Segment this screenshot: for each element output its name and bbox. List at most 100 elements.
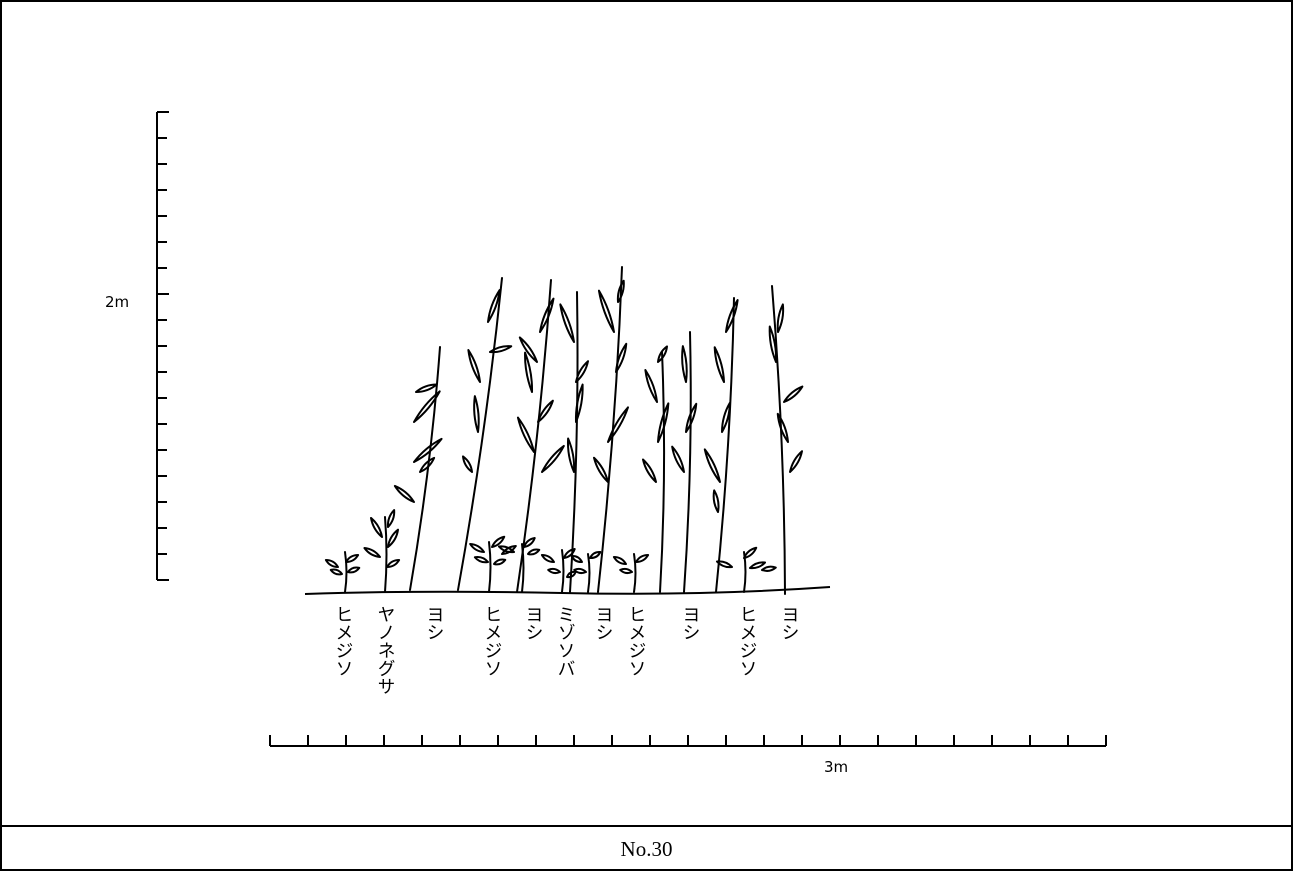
- leaf: [712, 489, 720, 513]
- leaf: [616, 279, 625, 303]
- reed-stem: [771, 285, 786, 595]
- leaf: [413, 390, 441, 423]
- leaf: [776, 303, 785, 333]
- leaf: [347, 566, 361, 574]
- leaf: [497, 545, 515, 554]
- leaf: [715, 560, 733, 569]
- herb-stem: [587, 553, 591, 593]
- leaf: [491, 535, 506, 548]
- leaf: [776, 412, 789, 443]
- reed-stem: [659, 351, 666, 593]
- leaf: [563, 548, 576, 559]
- reed-plant: [593, 266, 629, 593]
- leaf: [703, 448, 721, 483]
- leaf: [363, 547, 381, 558]
- herb-stem: [561, 549, 565, 593]
- vertical-scale-label: 2m: [105, 293, 129, 311]
- plant-label: ミゾソバ: [555, 605, 576, 677]
- reed-stem: [457, 277, 503, 591]
- herb-stem: [633, 553, 637, 593]
- leaf: [642, 458, 657, 483]
- ground-line: [304, 586, 831, 595]
- horizontal-scale: [269, 735, 1107, 747]
- leaf: [783, 385, 804, 403]
- plant-label: ヒメジソ: [626, 605, 647, 677]
- leaf: [415, 383, 438, 393]
- leaf: [540, 554, 555, 563]
- leaf: [644, 369, 658, 403]
- plant-label: ヒメジソ: [737, 605, 758, 677]
- leaf: [619, 567, 633, 575]
- leaf: [462, 455, 473, 473]
- leaf: [574, 383, 584, 423]
- leaf: [467, 349, 481, 383]
- herb-stem: [344, 551, 348, 593]
- reed-stem: [715, 297, 735, 593]
- leaf: [721, 402, 731, 433]
- leaf: [413, 437, 443, 463]
- herb-plant: [715, 546, 777, 593]
- leaf: [589, 550, 602, 560]
- horizontal-scale-label: 3m: [824, 758, 848, 776]
- leaf: [671, 445, 685, 473]
- plant-label: ヨシ: [523, 605, 544, 641]
- leaf: [725, 299, 739, 333]
- leaf: [768, 325, 778, 363]
- plant-label: ヨシ: [593, 605, 614, 641]
- leaf: [324, 559, 339, 568]
- leaf: [593, 456, 609, 483]
- leaf: [469, 543, 485, 553]
- leaf: [607, 406, 629, 443]
- leaf: [527, 548, 541, 556]
- plant-label: ヨシ: [779, 605, 800, 641]
- leaf: [635, 554, 650, 563]
- leaf: [789, 450, 803, 473]
- leaf: [386, 509, 396, 528]
- herb-plant: [324, 551, 361, 593]
- leaf: [541, 444, 565, 473]
- leaf: [419, 456, 436, 473]
- herb-stem: [488, 541, 492, 593]
- leaf: [547, 567, 561, 575]
- reed-plant: [457, 277, 513, 591]
- reed-plant: [671, 331, 698, 593]
- leaf: [524, 351, 534, 393]
- leaf: [559, 303, 575, 343]
- reed-plant: [703, 297, 739, 593]
- leaf: [566, 437, 576, 473]
- herb-plant: [469, 535, 517, 593]
- leaf: [370, 516, 383, 538]
- herb-plant: [497, 537, 541, 593]
- profile-svg: 2m 3m ヒメジソヤノネグサヨシヒメジソヨシミゾソバヨシヒメジソヨシヒメジソヨ…: [105, 111, 1107, 776]
- herb-plant: [612, 553, 650, 593]
- reed-stem: [683, 331, 692, 593]
- leaf: [570, 554, 583, 564]
- leaf: [743, 546, 758, 559]
- leaf: [473, 555, 489, 564]
- plant-label: ヒメジソ: [482, 605, 503, 677]
- plant-labels: ヒメジソヤノネグサヨシヒメジソヨシミゾソバヨシヒメジソヨシヒメジソヨシ: [333, 605, 800, 695]
- leaf: [657, 345, 668, 363]
- reed-plant: [393, 346, 443, 591]
- leaf: [387, 528, 399, 548]
- vertical-scale: [156, 111, 169, 581]
- plant-label: ヨシ: [424, 605, 445, 641]
- reed-stem: [409, 346, 441, 591]
- plant-label: ヤノネグサ: [375, 605, 396, 695]
- leaf: [537, 399, 554, 423]
- leaf: [657, 402, 670, 443]
- leaf: [393, 484, 415, 503]
- reed-plant: [642, 345, 670, 593]
- leaf: [487, 289, 501, 323]
- vegetation-profile-diagram: 2m 3m ヒメジソヤノネグサヨシヒメジソヨシミゾソバヨシヒメジソヨシヒメジソヨ…: [2, 2, 1291, 827]
- leaf: [386, 559, 401, 568]
- leaf: [473, 395, 480, 433]
- leaf: [493, 558, 507, 566]
- leaf: [516, 416, 535, 453]
- leaf: [573, 567, 587, 575]
- herb-plant: [540, 548, 577, 593]
- leaf: [685, 402, 698, 433]
- herb-plant: [363, 509, 401, 593]
- leaf: [749, 561, 767, 570]
